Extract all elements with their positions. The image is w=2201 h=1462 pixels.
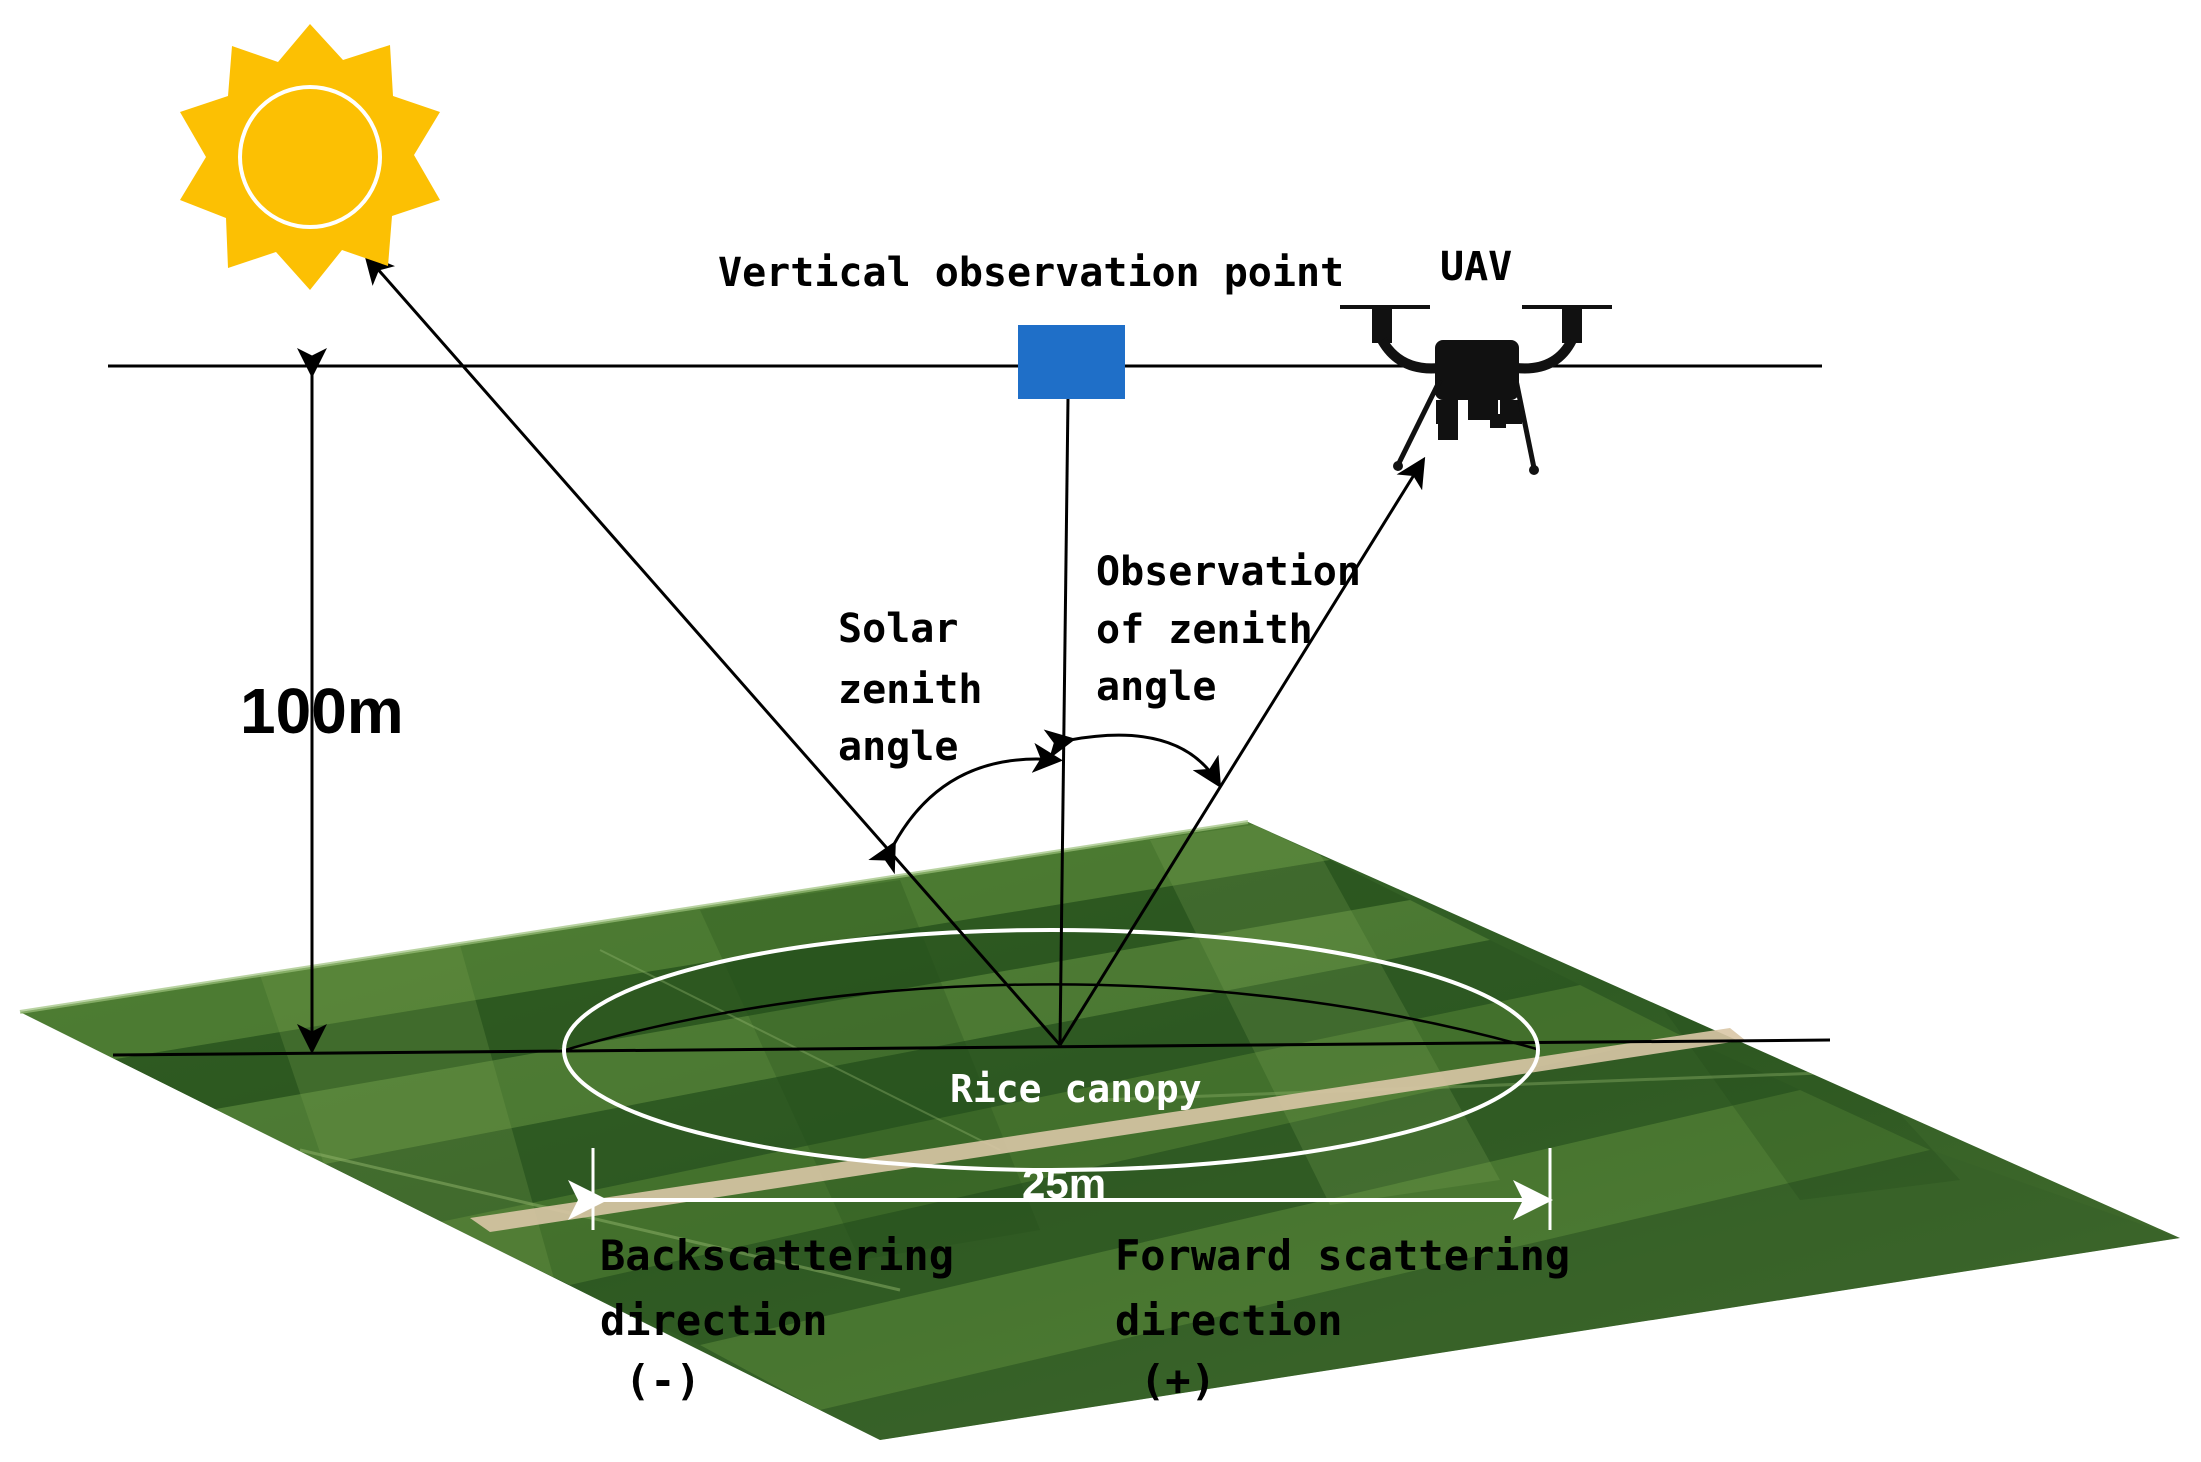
solar-label-line2: zenith [838,667,983,713]
uav-drone-icon [1340,305,1612,475]
solar-ray-arrow [364,253,1062,1046]
obs-label-line1: Observation [1096,549,1361,595]
solar-zenith-angle-label: Solar zenith angle [838,606,983,770]
solar-zenith-angle-arc [868,742,1063,875]
obs-label-line2: of zenith [1096,607,1313,653]
sun-icon [180,24,440,290]
observation-hemisphere [564,983,1541,1052]
vertical-observation-point-label: Vertical observation point [718,250,1344,296]
back-label-line2: direction [600,1296,828,1345]
height-label: 100m [240,675,404,747]
uav-label: UAV [1440,244,1512,290]
solar-label-line1: Solar [838,606,958,652]
observation-zenith-angle-arc [1043,729,1222,789]
fwd-label-line1: Forward scattering [1115,1231,1570,1280]
rice-canopy-label: Rice canopy [950,1067,1202,1111]
view-ray-arrow [1058,456,1426,1046]
forward-scattering-direction-label: Forward scattering direction (+) [1115,1231,1570,1405]
vertical-observation-line [1058,397,1070,1046]
obs-label-line3: angle [1096,664,1216,710]
canopy-footprint-ellipse [562,928,1540,1172]
fwd-label-line2: direction [1115,1296,1343,1345]
back-label-line1: Backscattering [600,1231,954,1280]
solar-label-line3: angle [838,724,958,770]
fwd-label-line3: (+) [1140,1356,1216,1405]
vertical-observation-point-marker [1018,325,1125,399]
backscattering-direction-label: Backscattering direction (-) [600,1231,954,1405]
observation-zenith-angle-label: Observation of zenith angle [1096,549,1361,710]
ground-line [112,1038,1831,1057]
distance-label: 25m [1022,1160,1106,1207]
back-label-line3: (-) [625,1356,701,1405]
rice-field [19,820,2180,1440]
